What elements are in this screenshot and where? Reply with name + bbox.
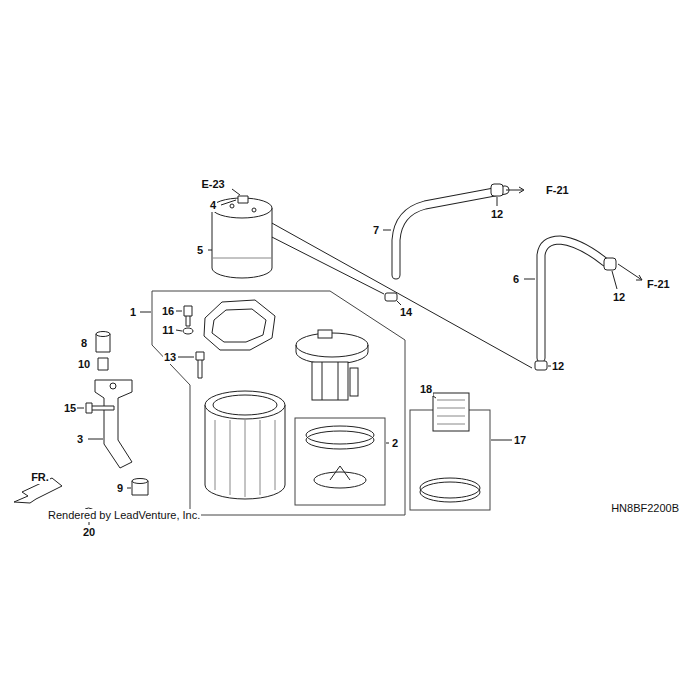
leader-line xyxy=(524,279,535,280)
fuel-hose xyxy=(396,190,505,275)
hose-clip xyxy=(385,293,397,301)
callout-number: 10 xyxy=(77,358,91,371)
leader-line xyxy=(612,271,617,289)
callout-number: F-21 xyxy=(646,278,671,291)
bolt xyxy=(196,352,204,378)
leader-line xyxy=(262,232,384,294)
ref-arrow xyxy=(618,264,642,280)
leader-line xyxy=(140,312,151,313)
leader-line xyxy=(176,311,182,312)
leader-line xyxy=(76,408,84,409)
callout-number: 9 xyxy=(116,482,124,495)
callout-number: 7 xyxy=(372,224,380,237)
o-ring xyxy=(306,426,374,444)
callout-number: 2 xyxy=(391,437,399,450)
hose-clip xyxy=(491,184,503,196)
pump-cover xyxy=(212,198,272,278)
note-text: Rendered by LeadVenture, Inc. xyxy=(47,509,201,522)
callout-number: 3 xyxy=(76,433,84,446)
mounting-bracket xyxy=(95,380,132,468)
ref-arrow xyxy=(232,189,240,195)
callout-number: 14 xyxy=(399,306,413,319)
callout-number: 6 xyxy=(512,273,520,286)
collar xyxy=(98,358,108,370)
leader-line xyxy=(88,439,103,440)
callout-number: FR. xyxy=(30,471,50,484)
gasket xyxy=(204,300,275,350)
bolt xyxy=(86,403,114,413)
callout-number: F-21 xyxy=(545,184,570,197)
fuel-filter-housing xyxy=(205,391,285,499)
callout-number: 11 xyxy=(161,324,175,337)
fuel-hose xyxy=(541,240,605,358)
leader-line xyxy=(270,222,532,368)
leader-line xyxy=(386,443,389,444)
callout-number: 13 xyxy=(163,351,177,364)
leader-line xyxy=(497,197,498,206)
leader-line xyxy=(208,250,212,251)
group-bracket xyxy=(152,291,405,515)
callout-number: 12 xyxy=(612,291,626,304)
washer xyxy=(183,328,193,334)
callout-number: 18 xyxy=(419,383,433,396)
o-ring xyxy=(306,431,374,449)
leader-line xyxy=(383,230,391,231)
o-ring xyxy=(420,478,480,498)
callout-number: 1 xyxy=(129,306,137,319)
strainer xyxy=(330,466,350,480)
leader-line xyxy=(221,200,236,205)
filter-element xyxy=(433,393,469,431)
callout-number: 16 xyxy=(161,305,175,318)
callout-number: 4 xyxy=(209,199,217,212)
ref-arrow xyxy=(506,187,524,193)
fuel-hose xyxy=(541,240,605,358)
o-ring xyxy=(420,482,480,502)
connector xyxy=(238,196,248,203)
callout-number: 20 xyxy=(82,526,96,539)
hose-clip xyxy=(604,258,616,270)
gasket xyxy=(212,309,266,342)
leader-line xyxy=(491,440,512,441)
callout-number: 8 xyxy=(80,337,88,350)
fuel-hose xyxy=(396,190,505,275)
leader-line xyxy=(397,301,401,305)
note-text: HN8BF2200B xyxy=(610,502,680,515)
leader-line xyxy=(89,521,90,525)
leader-line xyxy=(176,330,182,331)
callout-number: 15 xyxy=(63,402,77,415)
callout-number: 12 xyxy=(490,208,504,221)
callout-number: 17 xyxy=(513,434,527,447)
filter-element xyxy=(437,400,465,424)
leader-line xyxy=(178,357,194,358)
fuel-pump xyxy=(296,330,368,400)
callout-number: E-23 xyxy=(200,178,225,191)
hose-clip xyxy=(535,361,547,370)
bolt xyxy=(184,306,192,326)
leader-line xyxy=(127,488,131,489)
callout-number: 12 xyxy=(551,360,565,373)
strainer xyxy=(314,472,366,488)
group-bracket xyxy=(295,418,385,505)
callout-number: 5 xyxy=(196,244,204,257)
